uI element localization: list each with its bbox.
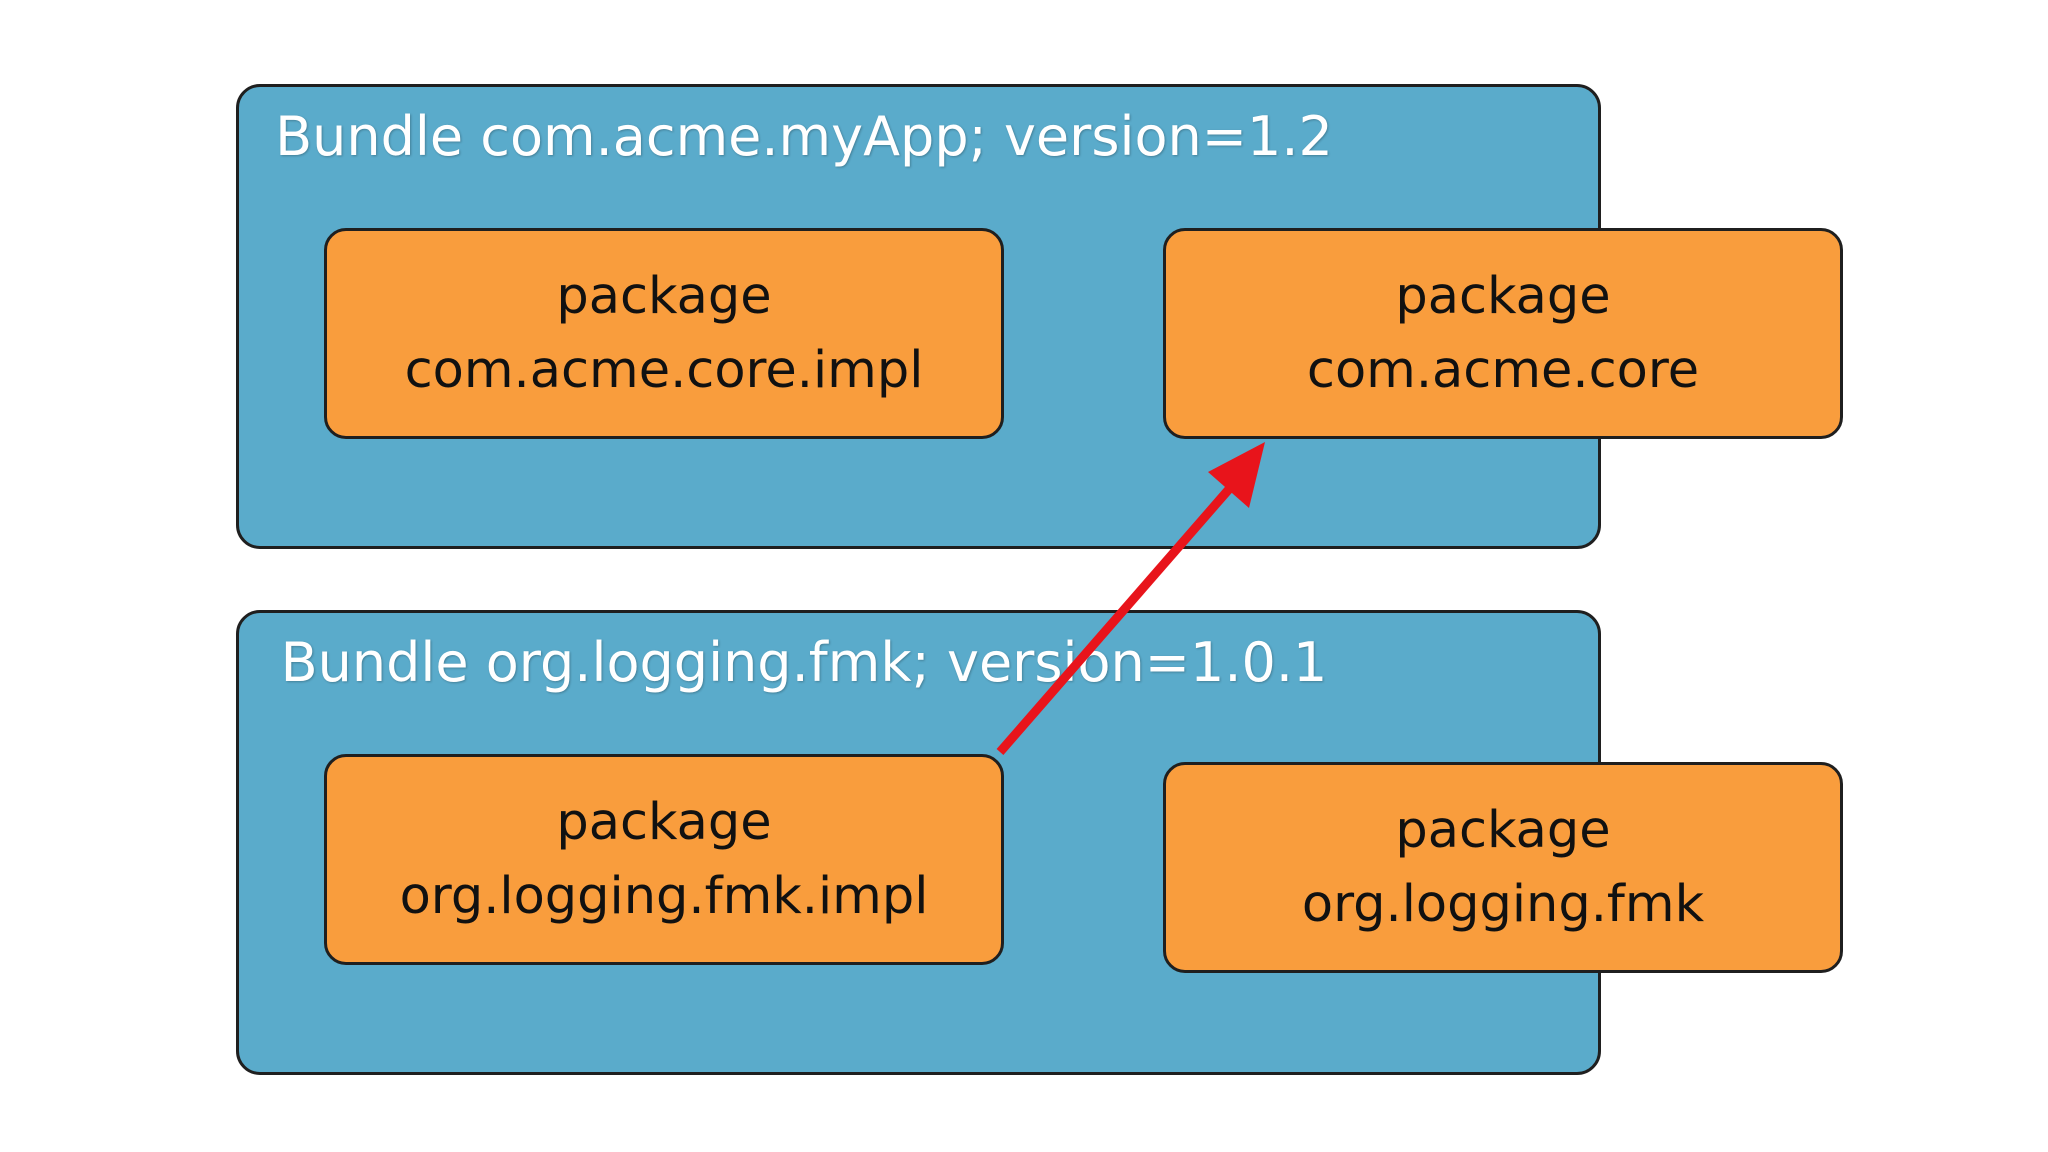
package-name: com.acme.core.impl — [404, 340, 924, 400]
bundle-title: Bundle org.logging.fmk; version=1.0.1 — [280, 631, 1328, 694]
package-keyword: package — [1395, 266, 1611, 326]
package-name: com.acme.core — [1306, 340, 1700, 400]
package-keyword: package — [556, 792, 772, 852]
package-org-logging-fmk-impl: package org.logging.fmk.impl — [324, 754, 1004, 965]
package-org-logging-fmk: package org.logging.fmk — [1163, 762, 1843, 973]
package-name: org.logging.fmk — [1301, 874, 1705, 934]
bundle-title: Bundle com.acme.myApp; version=1.2 — [275, 105, 1333, 168]
package-name: org.logging.fmk.impl — [399, 866, 929, 926]
package-com-acme-core: package com.acme.core — [1163, 228, 1843, 439]
package-keyword: package — [556, 266, 772, 326]
package-com-acme-core-impl: package com.acme.core.impl — [324, 228, 1004, 439]
package-keyword: package — [1395, 800, 1611, 860]
